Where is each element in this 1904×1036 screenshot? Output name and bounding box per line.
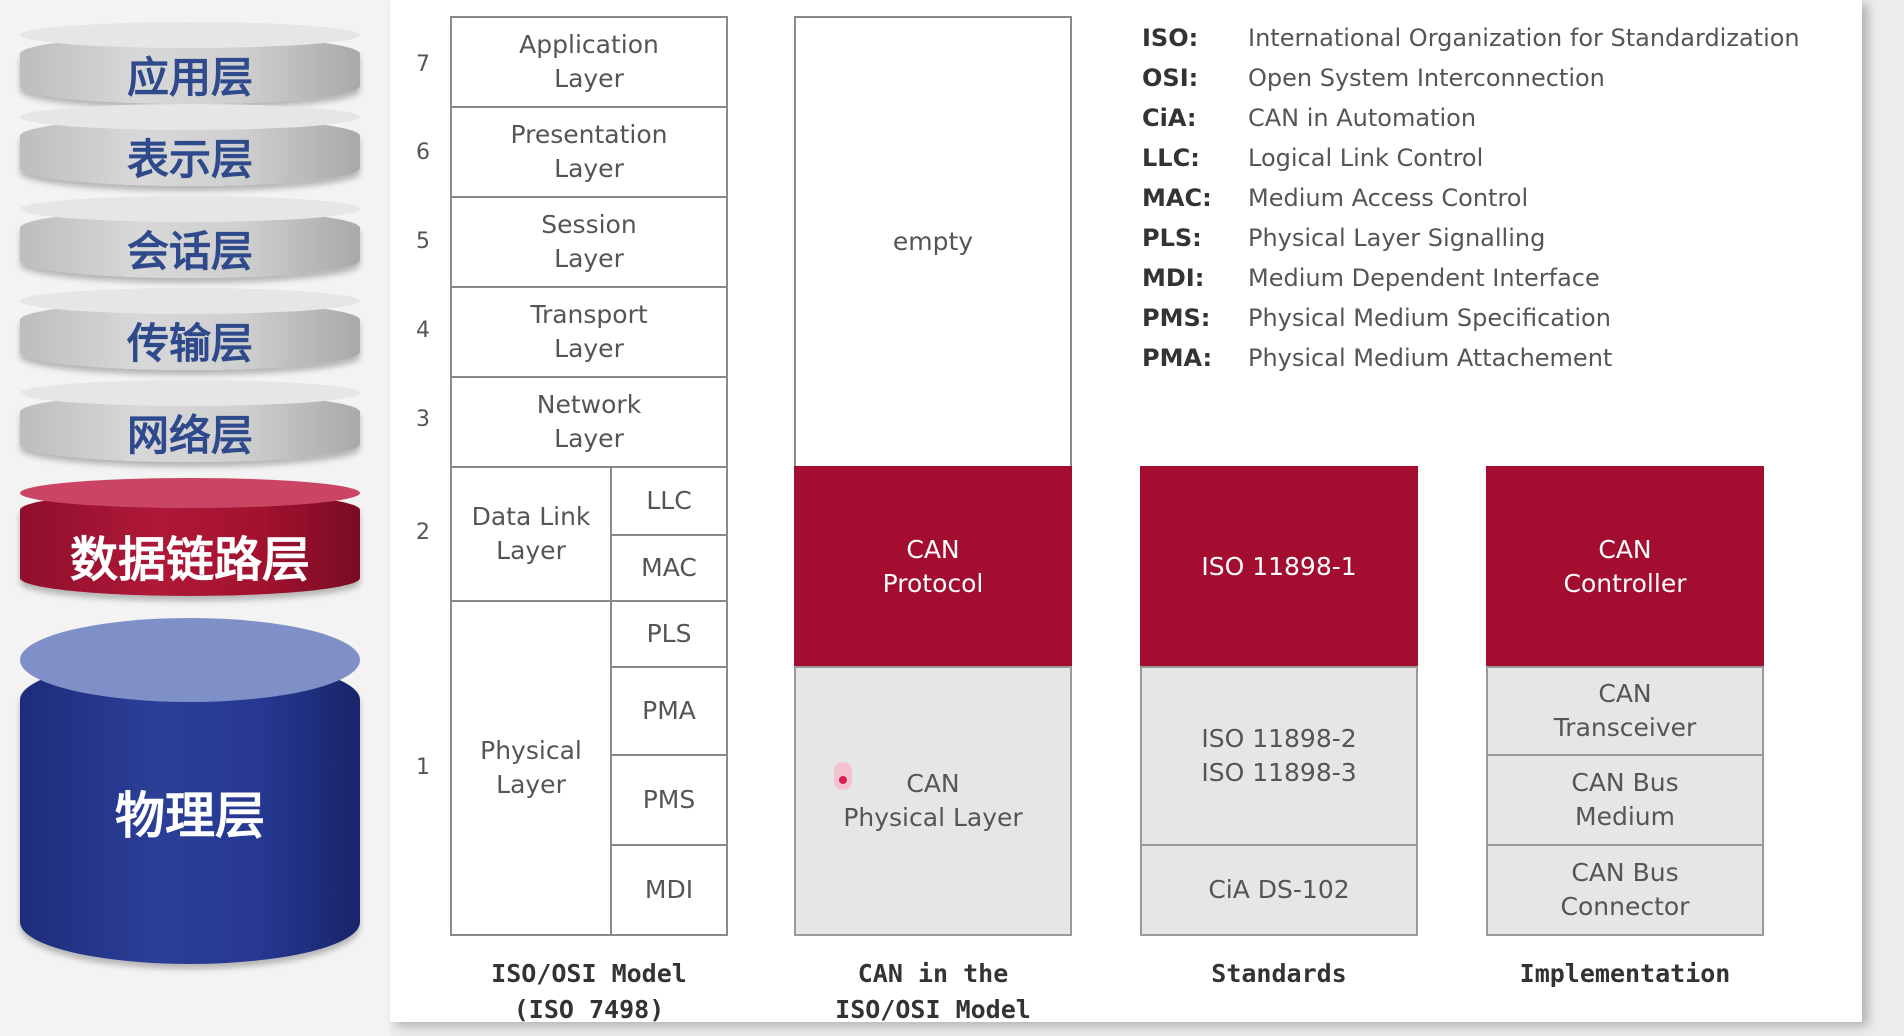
abbreviation-row: PMA: Physical Medium Attachement: [1142, 338, 1612, 378]
osi-pma: PMA: [610, 666, 728, 756]
layer-disk-data-link: 数据链路层: [20, 478, 360, 606]
abbreviation-key: OSI:: [1142, 64, 1199, 92]
can-empty-box: empty: [794, 16, 1072, 468]
standard-iso-11898-2-3: ISO 11898-2 ISO 11898-3: [1140, 666, 1418, 846]
can-column-caption: CAN in the ISO/OSI Model: [835, 959, 1031, 1024]
layer-disk-label: 数据链路层: [69, 532, 310, 588]
layer-number: 6: [416, 140, 430, 165]
layer-disk-physical: 物理层: [20, 618, 360, 970]
abbreviation-row: CiA: CAN in Automation: [1142, 98, 1476, 138]
layer-disk-label: 网络层: [126, 411, 253, 460]
impl-can-bus-connector: CAN Bus Connector: [1486, 844, 1764, 936]
standards-caption: Standards: [1211, 959, 1347, 988]
abbreviation-value: CAN in Automation: [1248, 104, 1477, 132]
abbreviation-row: MAC: Medium Access Control: [1142, 178, 1528, 218]
layer-disk-transport: 传输层: [20, 288, 360, 376]
layer-number: 7: [416, 52, 430, 77]
abbreviation-key: ISO:: [1142, 24, 1199, 52]
layer-disk-label: 会话层: [126, 227, 253, 276]
abbreviation-row: PMS: Physical Medium Specification: [1142, 298, 1611, 338]
layer-disk-label: 物理层: [115, 787, 265, 845]
layer-number: 2: [416, 520, 430, 545]
abbreviation-key: PMA:: [1142, 344, 1213, 372]
layer-number: 4: [416, 318, 430, 343]
abbreviation-row: LLC: Logical Link Control: [1142, 138, 1483, 178]
osi-presentation-layer: Presentation Layer: [450, 106, 728, 198]
abbreviation-value: Open System Interconnection: [1248, 64, 1605, 92]
layer-disk-application: 应用层: [20, 22, 360, 110]
impl-can-transceiver: CAN Transceiver: [1486, 666, 1764, 756]
implementation-caption: Implementation: [1519, 959, 1731, 988]
layer-number: 1: [416, 755, 430, 780]
abbreviation-row: ISO: International Organization for Stan…: [1142, 18, 1800, 58]
osi-transport-layer: Transport Layer: [450, 286, 728, 378]
abbreviation-value: Medium Dependent Interface: [1248, 264, 1600, 292]
layer-number: 3: [416, 407, 430, 432]
osi-mac: MAC: [610, 534, 728, 602]
layer-disk-label: 应用层: [126, 53, 253, 102]
abbreviation-value: Medium Access Control: [1248, 184, 1529, 212]
abbreviation-key: LLC:: [1142, 144, 1200, 172]
abbreviation-value: International Organization for Standardi…: [1248, 24, 1800, 52]
abbreviation-key: MDI:: [1142, 264, 1205, 292]
osi-pms: PMS: [610, 754, 728, 846]
layer-disk-label: 传输层: [126, 319, 253, 368]
osi-caption: ISO/OSI Model (ISO 7498): [491, 959, 687, 1024]
layer-disk-label: 表示层: [126, 135, 253, 184]
osi-network-layer: Network Layer: [450, 376, 728, 468]
osi-llc: LLC: [610, 466, 728, 536]
abbreviation-value: Physical Layer Signalling: [1248, 224, 1546, 252]
layer-disk-presentation: 表示层: [20, 104, 360, 192]
abbreviation-key: PMS:: [1142, 304, 1211, 332]
abbreviation-key: CiA:: [1142, 104, 1197, 132]
osi-pls: PLS: [610, 600, 728, 668]
layer-disk-session: 会话层: [20, 196, 360, 284]
standard-cia-ds-102: CiA DS-102: [1140, 844, 1418, 936]
abbreviation-value: Physical Medium Specification: [1248, 304, 1611, 332]
impl-can-controller: CAN Controller: [1486, 466, 1764, 668]
abbreviation-value: Logical Link Control: [1248, 144, 1484, 172]
osi-session-layer: Session Layer: [450, 196, 728, 288]
layer-disk-network: 网络层: [20, 380, 360, 468]
chinese-layer-stack: 应用层 表示层 会话层 传输层 网络层 数据链路层: [0, 0, 390, 1036]
layer-number: 5: [416, 229, 430, 254]
can-physical-layer-box: CAN Physical Layer: [794, 666, 1072, 936]
osi-data-link-layer: Data Link Layer: [450, 466, 612, 602]
osi-mdi: MDI: [610, 844, 728, 936]
can-protocol-box: CAN Protocol: [794, 466, 1072, 668]
osi-physical-layer: Physical Layer: [450, 600, 612, 936]
abbreviation-row: OSI: Open System Interconnection: [1142, 58, 1605, 98]
abbreviation-row: PLS: Physical Layer Signalling: [1142, 218, 1545, 258]
abbreviation-key: PLS:: [1142, 224, 1202, 252]
abbreviation-value: Physical Medium Attachement: [1248, 344, 1613, 372]
abbreviation-key: MAC:: [1142, 184, 1212, 212]
osi-application-layer: Application Layer: [450, 16, 728, 108]
mouse-cursor-icon: [834, 762, 852, 790]
impl-can-bus-medium: CAN Bus Medium: [1486, 754, 1764, 846]
abbreviation-row: MDI: Medium Dependent Interface: [1142, 258, 1600, 298]
standard-iso-11898-1: ISO 11898-1: [1140, 466, 1418, 668]
